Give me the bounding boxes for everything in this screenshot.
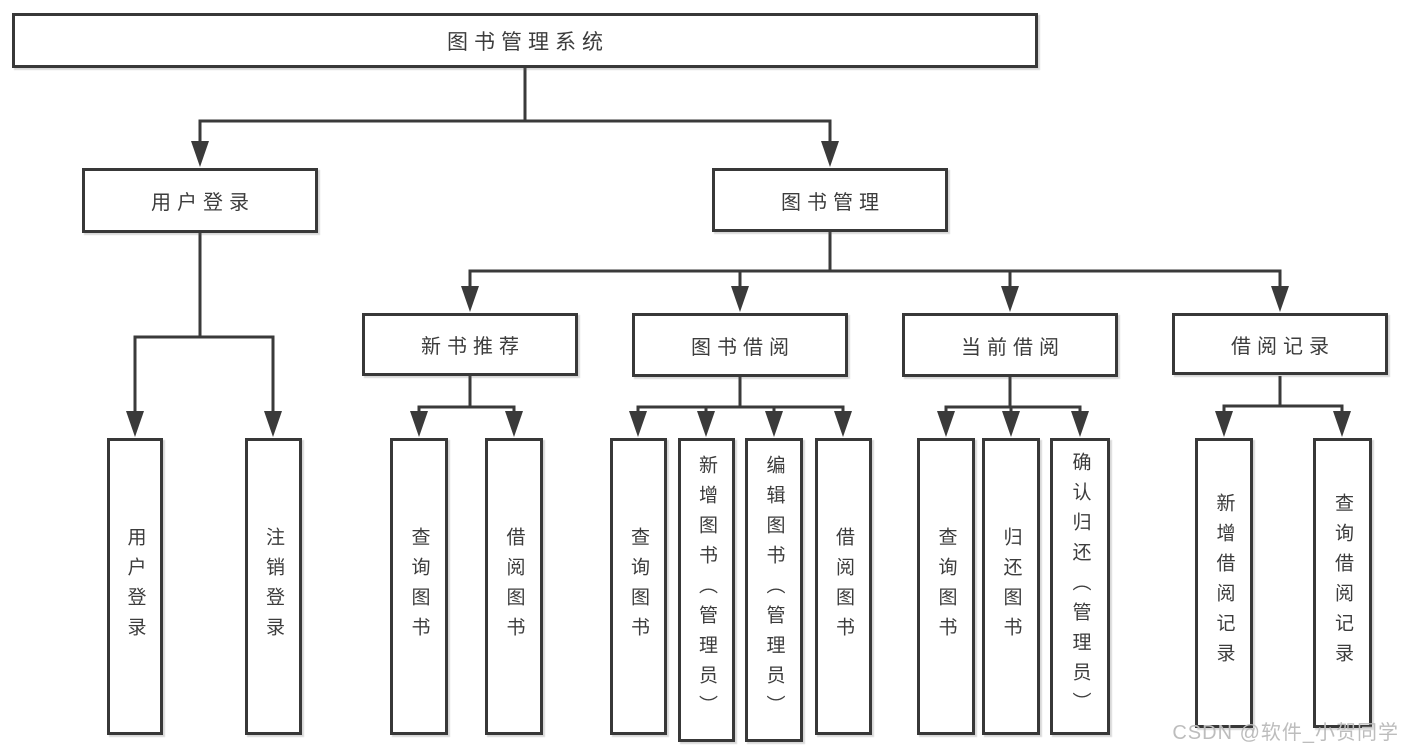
node-book-borrow: 图书借阅: [632, 313, 848, 377]
leaf-query-books-recommend: 查询图书: [390, 438, 448, 735]
arrowheads: [126, 141, 1351, 437]
leaf-edit-book-admin-label: 编辑图书（管理员）: [763, 455, 785, 725]
node-book-management: 图书管理: [712, 168, 948, 232]
leaf-user-login: 用户登录: [107, 438, 163, 735]
leaf-add-borrow-record-label: 新增借阅记录: [1213, 493, 1235, 673]
node-book-management-label: 图书管理: [781, 191, 885, 214]
node-current-borrow-label: 当前借阅: [961, 336, 1065, 359]
leaf-query-books-current-label: 查询图书: [935, 526, 957, 647]
leaf-user-login-label: 用户登录: [124, 526, 146, 647]
leaf-logout: 注销登录: [245, 438, 302, 735]
node-root: 图书管理系统: [12, 13, 1038, 68]
node-borrow-records: 借阅记录: [1172, 313, 1388, 375]
leaf-query-borrow-record-label: 查询借阅记录: [1332, 493, 1353, 673]
node-borrow-records-label: 借阅记录: [1231, 335, 1335, 358]
leaf-borrow-books-recommend: 借阅图书: [485, 438, 543, 735]
node-user-login-label: 用户登录: [151, 192, 255, 214]
leaf-logout-label: 注销登录: [263, 526, 284, 647]
leaf-return-book: 归还图书: [982, 438, 1040, 735]
node-user-login: 用户登录: [82, 168, 318, 233]
leaf-edit-book-admin: 编辑图书（管理员）: [745, 438, 803, 742]
leaf-return-book-label: 归还图书: [1000, 526, 1022, 647]
leaf-confirm-return-admin-label: 确认归还（管理员）: [1069, 451, 1091, 722]
node-book-borrow-label: 图书借阅: [691, 336, 795, 359]
csdn-watermark: CSDN @软件_小贺同学: [1172, 722, 1399, 744]
leaf-query-books-recommend-label: 查询图书: [408, 526, 430, 647]
leaf-add-borrow-record: 新增借阅记录: [1195, 438, 1253, 728]
leaf-query-books-current: 查询图书: [917, 438, 975, 735]
node-root-label: 图书管理系统: [447, 30, 609, 54]
leaf-query-books-borrow-label: 查询图书: [628, 526, 649, 647]
leaf-add-book-admin: 新增图书（管理员）: [678, 438, 735, 742]
leaf-query-borrow-record: 查询借阅记录: [1313, 438, 1372, 728]
node-current-borrow: 当前借阅: [902, 313, 1118, 377]
node-new-book-recommend: 新书推荐: [362, 313, 578, 376]
leaf-confirm-return-admin: 确认归还（管理员）: [1050, 438, 1110, 735]
node-new-book-recommend-label: 新书推荐: [421, 336, 525, 358]
tree-edges: [133, 68, 1344, 415]
leaf-add-book-admin-label: 新增图书（管理员）: [696, 455, 717, 725]
leaf-query-books-borrow: 查询图书: [610, 438, 667, 735]
leaf-borrow-books-recommend-label: 借阅图书: [503, 526, 525, 647]
leaf-borrow-books-borrow-label: 借阅图书: [833, 526, 854, 647]
leaf-borrow-books-borrow: 借阅图书: [815, 438, 872, 735]
